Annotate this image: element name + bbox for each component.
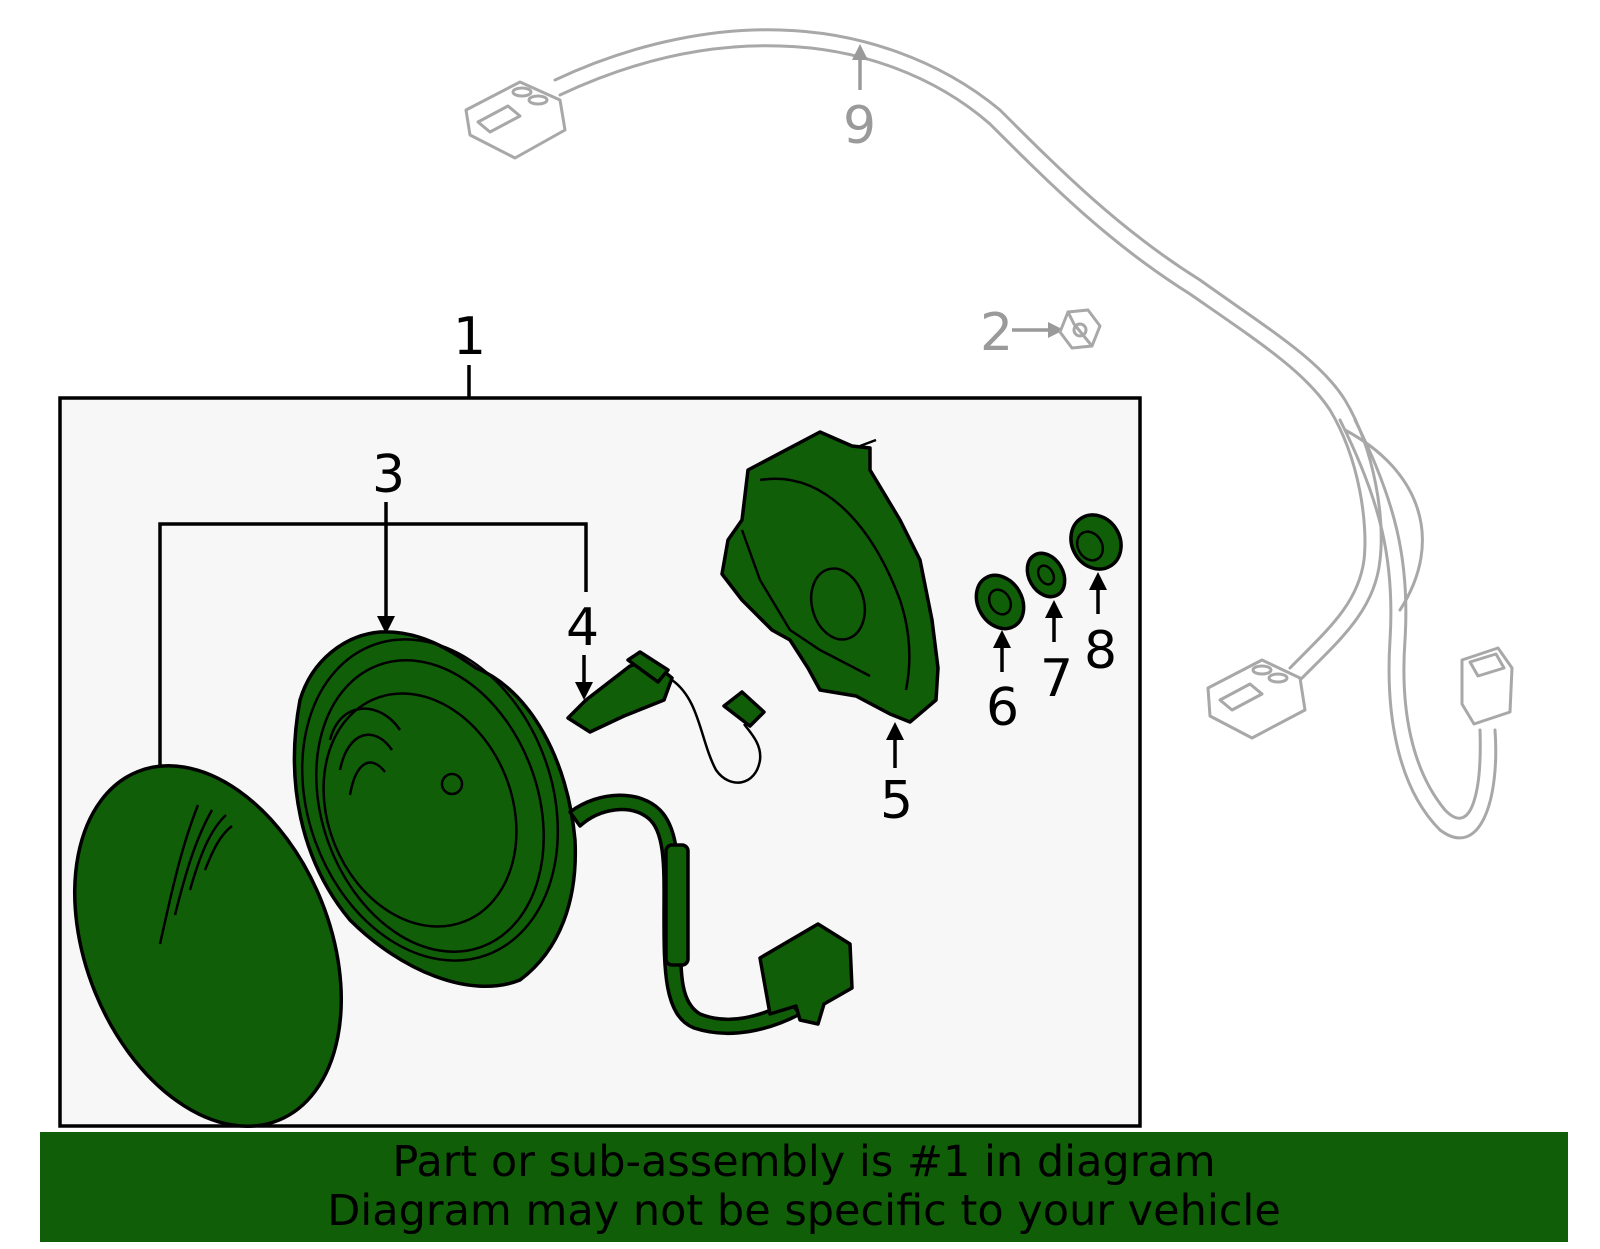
grommet-part-6 (974, 573, 1026, 631)
callout-6: 6 (986, 630, 1019, 738)
callout-label-9: 9 (843, 96, 876, 156)
disclaimer-banner: Part or sub-assembly is #1 in diagram Di… (40, 1132, 1568, 1242)
harness-connector-lower-left (1206, 658, 1307, 740)
callout-label-8: 8 (1084, 621, 1117, 681)
headlamp-cover-part-5 (720, 430, 940, 724)
callout-9: 9 (843, 44, 876, 156)
callout-label-2: 2 (980, 303, 1013, 363)
callout-label-4: 4 (566, 598, 599, 658)
callout-8: 8 (1084, 572, 1117, 681)
callout-5: 5 (880, 722, 913, 831)
nut-part-2 (1058, 308, 1102, 350)
headlamp-housing (292, 630, 854, 1035)
callout-label-3: 3 (372, 445, 405, 505)
wiring-harness-part-9 (464, 28, 1514, 840)
grommet-part-7 (1025, 551, 1067, 599)
callout-label-6: 6 (986, 678, 1019, 738)
callout-2: 2 (980, 303, 1102, 363)
callout-1: 1 (453, 307, 486, 398)
callout-label-7: 7 (1040, 649, 1073, 709)
callout-label-1: 1 (453, 307, 486, 367)
callout-4: 4 (566, 598, 599, 700)
harness-connector-left (464, 80, 567, 160)
headlamp-lens (73, 764, 343, 1128)
harness-connector-lower-right (1460, 646, 1514, 726)
banner-line-2: Diagram may not be specific to your vehi… (327, 1186, 1281, 1236)
callout-7: 7 (1040, 600, 1073, 709)
headlamp-bulb (566, 650, 766, 784)
callout-label-5: 5 (880, 771, 913, 831)
grommet-part-8 (1069, 513, 1123, 571)
banner-line-1: Part or sub-assembly is #1 in diagram (392, 1137, 1216, 1187)
callout-3: 3 (151, 445, 588, 788)
